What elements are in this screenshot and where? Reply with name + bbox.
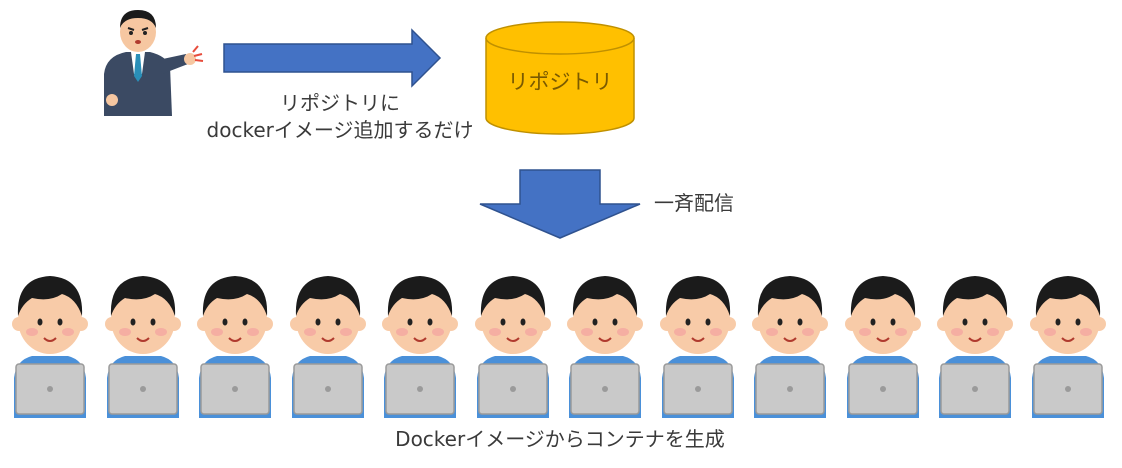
pointing-businessman-icon (104, 10, 204, 116)
users-caption: Dockerイメージからコンテナを生成 (395, 427, 725, 451)
user-row (10, 268, 1120, 418)
user-with-laptop-icon (288, 268, 368, 418)
distribute-caption: 一斉配信 (654, 191, 734, 215)
user-with-laptop-icon (750, 268, 830, 418)
user-with-laptop-icon (380, 268, 460, 418)
repository-cylinder (485, 21, 635, 135)
user-with-laptop-icon (473, 268, 553, 418)
repository-label: リポジトリ (507, 70, 613, 94)
user-with-laptop-icon (658, 268, 738, 418)
push-caption: リポジトリに dockerイメージ追加するだけ (190, 90, 490, 144)
distribute-arrow (479, 169, 641, 239)
user-with-laptop-icon (565, 268, 645, 418)
user-with-laptop-icon (103, 268, 183, 418)
user-with-laptop-icon (195, 268, 275, 418)
user-with-laptop-icon (1028, 268, 1108, 418)
push-caption-line1: リポジトリに (280, 91, 400, 115)
push-caption-line2: dockerイメージ追加するだけ (206, 118, 474, 142)
push-arrow (223, 28, 442, 88)
user-with-laptop-icon (935, 268, 1015, 418)
user-with-laptop-icon (10, 268, 90, 418)
user-with-laptop-icon (843, 268, 923, 418)
